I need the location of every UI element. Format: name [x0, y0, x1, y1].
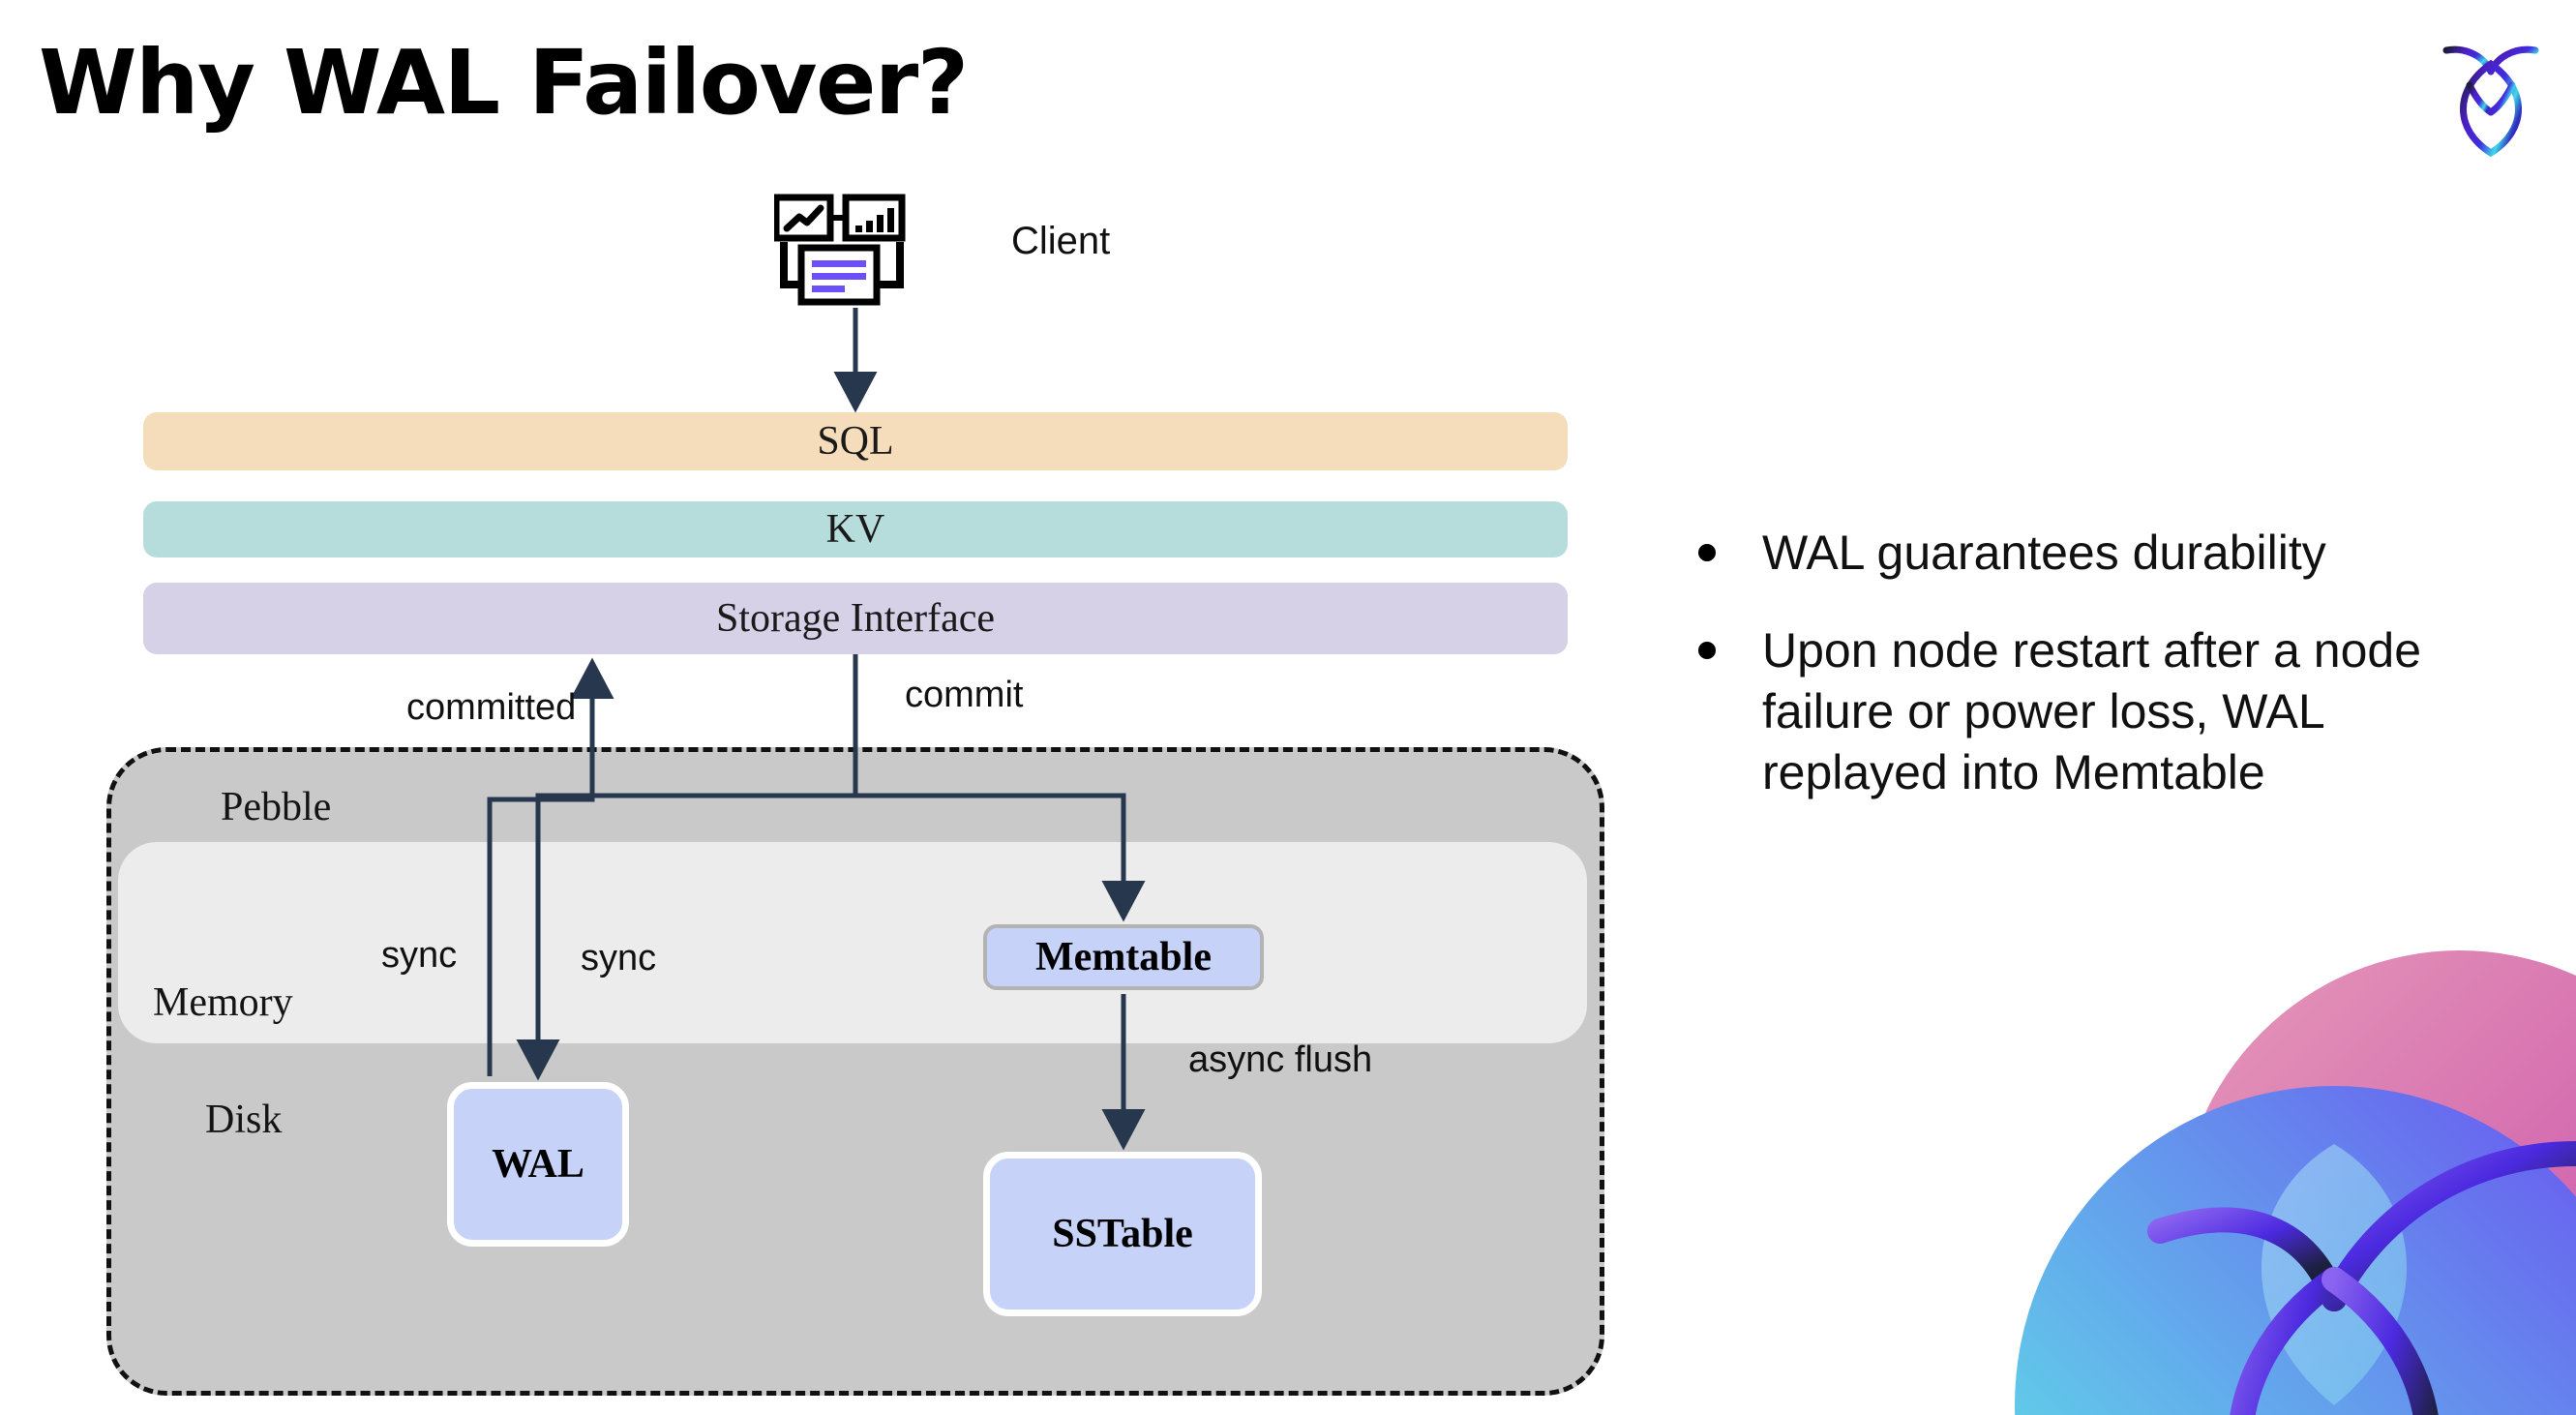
bullet-text: Upon node restart after a node failure o…: [1762, 623, 2422, 799]
cockroachdb-watermark-graphic: [1918, 912, 2576, 1415]
memtable-box: Memtable: [983, 924, 1264, 990]
memory-label: Memory: [153, 980, 293, 1025]
memtable-label: Memtable: [1035, 935, 1212, 979]
pebble-label: Pebble: [221, 785, 332, 829]
stack-bar-storage-label: Storage Interface: [716, 596, 995, 641]
stack-bar-kv-label: KV: [825, 507, 885, 552]
bullet-dot-icon: [1698, 642, 1716, 659]
edge-label-async-flush: async flush: [1188, 1039, 1373, 1080]
list-item: WAL guarantees durability: [1698, 523, 2492, 584]
edge-label-commit: commit: [905, 675, 1024, 715]
stack-bar-sql-label: SQL: [817, 419, 894, 464]
sstable-label: SSTable: [1052, 1212, 1193, 1256]
stack-bar-sql: SQL: [143, 412, 1568, 470]
bullet-dot-icon: [1698, 544, 1716, 561]
disk-label: Disk: [205, 1098, 283, 1142]
stack-bar-kv: KV: [143, 501, 1568, 557]
memory-region: [118, 842, 1587, 1043]
client-dashboard-icon: [772, 194, 929, 310]
wal-label: WAL: [492, 1142, 584, 1187]
sstable-box: SSTable: [983, 1152, 1262, 1316]
bullet-text: WAL guarantees durability: [1762, 526, 2326, 580]
client-label: Client: [1011, 220, 1111, 262]
page-title: Why WAL Failover?: [39, 31, 969, 135]
edge-label-committed: committed: [406, 687, 577, 728]
edge-label-sync-right: sync: [581, 938, 657, 978]
wal-box: WAL: [447, 1082, 629, 1247]
bullet-list: WAL guarantees durability Upon node rest…: [1698, 523, 2492, 840]
list-item: Upon node restart after a node failure o…: [1698, 620, 2492, 803]
stack-bar-storage-interface: Storage Interface: [143, 583, 1568, 654]
cockroachdb-logo-icon: [2433, 29, 2549, 165]
edge-label-sync-left: sync: [381, 935, 458, 976]
